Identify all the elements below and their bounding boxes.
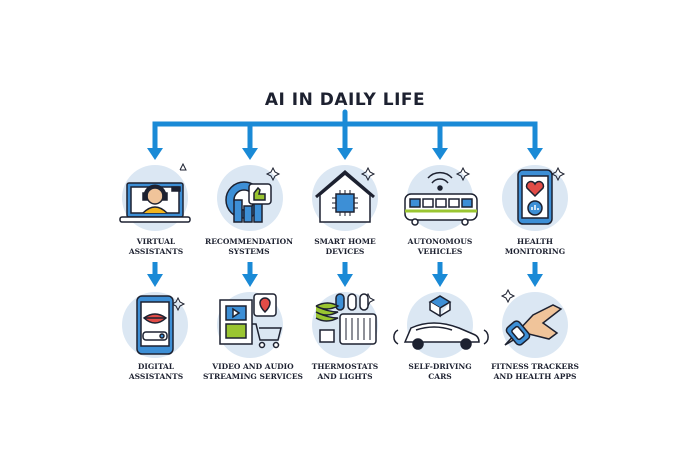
- phone-mouth-icon: [136, 295, 174, 355]
- mid-arrow-5: [527, 262, 543, 287]
- film-cart-icon: [219, 293, 282, 349]
- top-arrowheads: [147, 148, 543, 160]
- node-label-self-driving-cars: SELF-DRIVING CARS: [408, 362, 472, 381]
- node-label-health-monitoring: HEALTH MONITORING: [504, 237, 566, 256]
- top-stems: [152, 130, 538, 150]
- wrist-tracker-icon: [504, 304, 563, 346]
- train-wifi-icon: [404, 171, 478, 226]
- node-label-streaming-services: VIDEO AND AUDIO STREAMING SERVICES: [203, 362, 303, 381]
- node-label-recommendation-systems: RECOMMENDATION SYSTEMS: [204, 237, 294, 256]
- mid-arrow-3: [337, 262, 353, 287]
- node-label-virtual-assistants: VIRTUAL ASSISTANTS: [128, 237, 184, 256]
- headset-assistant-icon: [119, 182, 191, 223]
- arrowhead-1: [147, 148, 163, 160]
- node-label-smart-home-devices: SMART HOME DEVICES: [314, 237, 376, 256]
- node-label-autonomous-vehicles: AUTONOMOUS VEHICLES: [407, 237, 473, 256]
- car-drone-icon: [393, 295, 489, 350]
- connector-tree: [152, 109, 538, 133]
- node-label-thermostats-lights: THERMOSTATS AND LIGHTS: [311, 362, 379, 381]
- mid-arrow-1: [147, 262, 163, 287]
- mid-arrow-4: [432, 262, 448, 287]
- bulb-heater-icon: [315, 293, 377, 345]
- smart-house-chip-icon: [315, 170, 375, 223]
- diagram-title: AI IN DAILY LIFE: [264, 90, 426, 110]
- phone-heart-icon: [517, 169, 553, 225]
- thumbs-up-gear-icon: [225, 181, 272, 223]
- node-label-fitness-trackers: FITNESS TRACKERS AND HEALTH APPS: [491, 362, 579, 381]
- node-label-digital-assistants: DIGITAL ASSISTANTS: [128, 362, 184, 381]
- middle-arrows: [147, 262, 543, 287]
- arrowhead-3: [337, 148, 353, 160]
- mid-arrow-2: [242, 262, 258, 287]
- arrowhead-4: [432, 148, 448, 160]
- arrowhead-5: [527, 148, 543, 160]
- arrowhead-2: [242, 148, 258, 160]
